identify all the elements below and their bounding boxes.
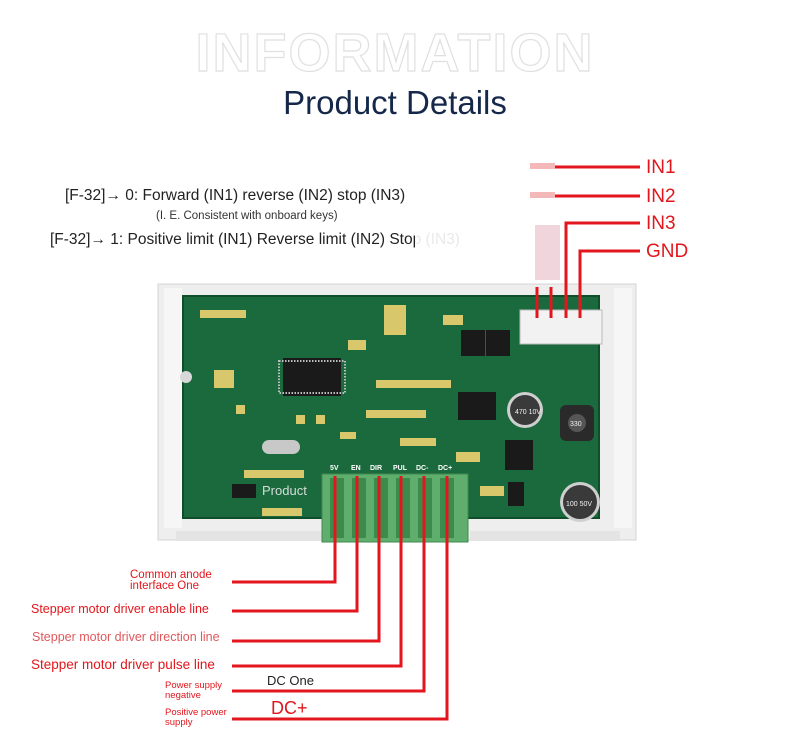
input-wires xyxy=(535,165,640,318)
pin-label-in2: IN2 xyxy=(646,186,676,207)
label-dc-plus: DC+ xyxy=(271,698,308,718)
label-dc-one: DC One xyxy=(267,673,314,688)
terminal-label-dir: DIR xyxy=(370,465,382,472)
label-enable-line: Stepper motor driver enable line xyxy=(31,602,209,616)
pcb: 470 10V 100 50V 330 Product xyxy=(180,295,603,522)
terminal-block xyxy=(321,473,469,543)
inductor-label: 330 xyxy=(570,421,582,428)
mode-1-description: [F-32]→ 1: Positive limit (IN1) Reverse … xyxy=(50,231,460,248)
terminal-label-5v: 5V xyxy=(330,465,339,472)
label-power-negative: Power supply negative xyxy=(165,680,223,701)
watermark-heading: INFORMATION xyxy=(195,22,595,83)
capacitor-100-label: 100 50V xyxy=(566,501,592,508)
pin-label-gnd: GND xyxy=(646,241,689,262)
mode-0-description: [F-32]→ 0: Forward (IN1) reverse (IN2) s… xyxy=(65,187,406,204)
label-pulse-line: Stepper motor driver pulse line xyxy=(31,657,215,672)
terminal-label-en: EN xyxy=(351,465,361,472)
terminal-label-dc-minus: DC- xyxy=(416,465,429,472)
terminal-label-pul: PUL xyxy=(393,465,408,472)
page-title: Product Details xyxy=(283,84,507,121)
mode-0-note: (I. E. Consistent with onboard keys) xyxy=(156,210,338,222)
output-wires xyxy=(232,476,449,721)
board-watermark: Product xyxy=(262,483,307,498)
pin-label-in1: IN1 xyxy=(646,157,676,178)
label-power-positive: Positive power supply xyxy=(165,707,227,728)
label-direction-line: Stepper motor driver direction line xyxy=(32,630,220,644)
capacitor-470-label: 470 10V xyxy=(515,409,541,416)
terminal-label-dc-plus: DC+ xyxy=(438,465,452,472)
label-common-anode: Common anode interface One xyxy=(130,569,212,592)
pin-label-in3: IN3 xyxy=(646,213,676,234)
